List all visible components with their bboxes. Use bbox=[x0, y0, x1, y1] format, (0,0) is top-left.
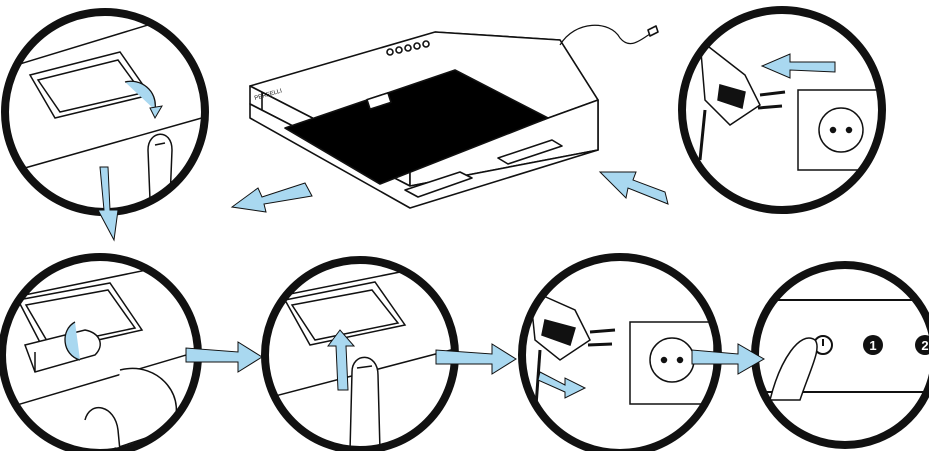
step-press-power: 1 2 bbox=[751, 261, 929, 449]
up-arrow-icon bbox=[327, 329, 356, 391]
button-2 bbox=[915, 335, 929, 355]
arrow-left-icon bbox=[230, 182, 313, 213]
arrow-left-icon bbox=[760, 53, 836, 79]
step-lift-filter-tab bbox=[1, 8, 209, 216]
plug-remove-icon bbox=[699, 38, 761, 126]
step-rotate-filter-lock bbox=[0, 253, 202, 451]
finger-icon bbox=[147, 133, 173, 201]
range-hood bbox=[249, 24, 659, 209]
rotate-arrow-icon bbox=[64, 321, 81, 361]
button-1 bbox=[863, 335, 883, 355]
control-buttons bbox=[386, 40, 430, 56]
finger-icon bbox=[349, 356, 381, 450]
arrow-right-icon bbox=[435, 343, 517, 375]
button-2-label: 2 bbox=[921, 338, 928, 353]
finger-icon bbox=[769, 337, 818, 401]
arrow-right-icon bbox=[691, 343, 766, 375]
step-plug-in bbox=[518, 253, 722, 451]
arrow-right-icon bbox=[537, 371, 587, 399]
grease-filter-panel bbox=[284, 69, 549, 185]
step-unplug bbox=[678, 6, 886, 214]
rotate-arrow-icon bbox=[124, 80, 156, 111]
arrow-down-icon bbox=[97, 166, 119, 242]
arrow-right-icon bbox=[185, 341, 263, 373]
button-1-label: 1 bbox=[869, 338, 876, 353]
arrow-left-icon bbox=[598, 171, 669, 205]
